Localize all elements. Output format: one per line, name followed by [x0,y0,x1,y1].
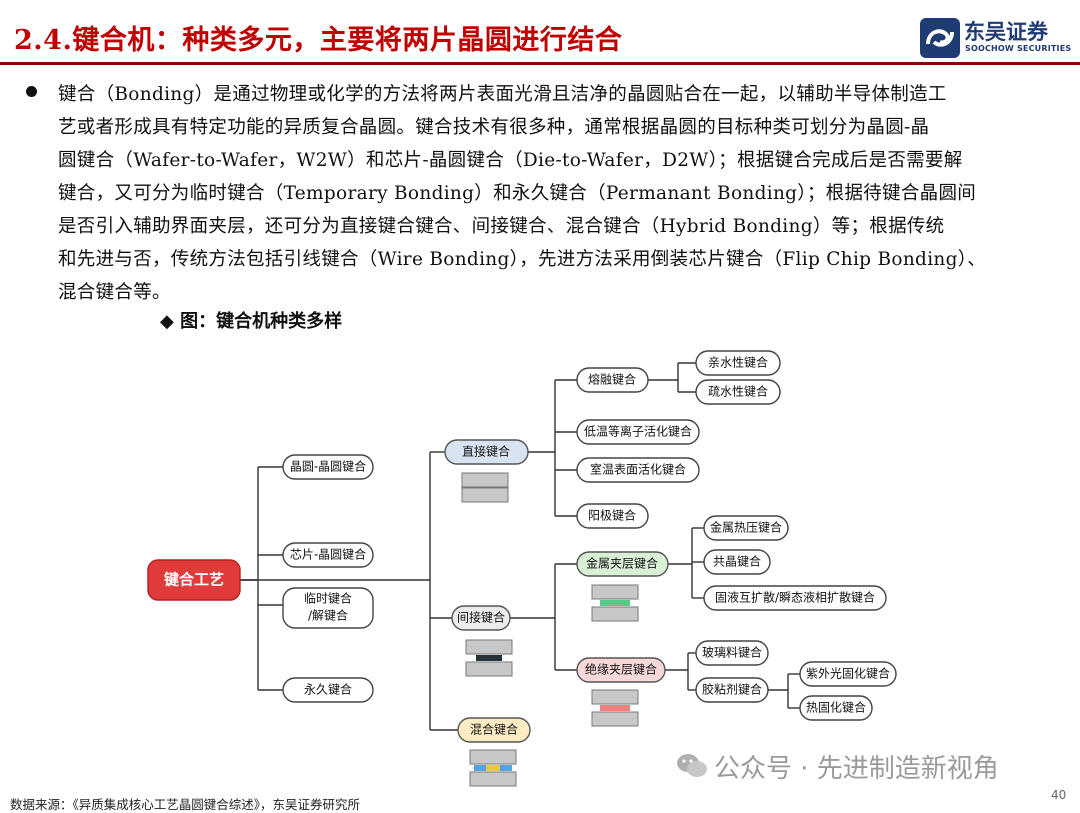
paragraph-line: 艺或者形成具有特定功能的异质复合晶圆。键合技术有很多种，通常根据晶圆的目标种类可… [58,117,930,138]
svg-text:玻璃料键合: 玻璃料键合 [702,645,762,660]
node-hydrophobic: 疏水性键合 [695,379,781,405]
node-room-temp: 室温表面活化键合 [576,457,700,483]
node-temporary: 临时键合 /解键合 [282,587,374,629]
node-metal-layer: 金属夹层键合 [576,551,669,622]
node-thermal-curing: 热固化键合 [799,695,873,721]
svg-text:临时键合: 临时键合 [304,591,352,606]
node-root: 键合工艺 [147,559,241,601]
svg-text:芯片-晶圆键合: 芯片-晶圆键合 [290,547,366,562]
svg-text:金属夹层键合: 金属夹层键合 [586,556,658,571]
node-hydrophilic: 亲水性键合 [695,350,781,376]
node-hybrid: 混合键合 [457,717,531,787]
node-permanent: 永久键合 [282,677,374,703]
node-direct: 直接键合 [444,439,529,503]
node-uv-curing: 紫外光固化键合 [799,661,897,687]
svg-text:室温表面活化键合: 室温表面活化键合 [590,462,686,477]
node-insulator-layer: 绝缘夹层键合 [576,657,666,727]
svg-text:疏水性键合: 疏水性键合 [708,384,768,399]
bonding-tree-diagram: 键合工艺 晶圆-晶圆键合 芯片-晶圆键合 临时键合 /解键合 永久键合 直接键合… [147,350,897,787]
svg-text:低温等离子活化键合: 低温等离子活化键合 [584,424,692,439]
page-number: 40 [1051,788,1067,802]
node-slid: 固液互扩散/瞬态液相扩散键合 [703,585,887,611]
node-adhesive: 胶粘剂键合 [695,677,769,703]
soochow-logo-icon [920,18,960,58]
figure-title: ◆ 图：键合机种类多样 [160,311,343,332]
page-title: 2.4.键合机：种类多元，主要将两片晶圆进行结合 [14,25,623,56]
node-w2w: 晶圆-晶圆键合 [282,454,374,480]
node-glass-frit: 玻璃料键合 [695,640,769,666]
paragraph-line: 是否引入辅助界面夹层，还可分为直接键合键合、间接键合、混合键合（Hybrid B… [58,216,945,237]
node-anodic: 阳极键合 [576,503,649,529]
node-eutectic: 共晶键合 [703,549,771,575]
svg-text:永久键合: 永久键合 [304,682,352,697]
connector-lines [240,362,800,731]
svg-text:金属热压键合: 金属热压键合 [710,520,782,535]
body-paragraph: 键合（Bonding）是通过物理或化学的方法将两片表面光滑且洁净的晶圆贴合在一起… [58,78,1058,309]
paragraph-line: 键合（Bonding）是通过物理或化学的方法将两片表面光滑且洁净的晶圆贴合在一起… [58,84,947,105]
svg-text:热固化键合: 热固化键合 [806,700,866,715]
svg-text:直接键合: 直接键合 [462,444,510,459]
node-indirect: 间接键合 [451,605,513,677]
svg-text:混合键合: 混合键合 [470,722,518,737]
bullet-icon [26,86,37,97]
svg-text:绝缘夹层键合: 绝缘夹层键合 [585,662,657,677]
watermark-text: 公众号 · 先进制造新视角 [714,754,999,784]
svg-text:晶圆-晶圆键合: 晶圆-晶圆键合 [290,459,366,474]
paragraph-line: 圆键合（Wafer-to-Wafer，W2W）和芯片-晶圆键合（Die-to-W… [58,150,963,171]
paragraph-line: 键合，又可分为临时键合（Temporary Bonding）和永久键合（Perm… [58,183,977,204]
source-note: 数据来源：《异质集成核心工艺晶圆键合综述》，东吴证券研究所 [10,797,361,812]
node-fusion: 熔融键合 [576,367,649,393]
node-thermo-compression: 金属热压键合 [703,515,789,541]
header-divider [0,62,1080,65]
logo-chinese-name: 东吴证券 [964,20,1048,44]
company-logo: 东吴证券 SOOCHOW SECURITIES [920,16,1072,60]
node-low-temp-plasma: 低温等离子活化键合 [576,419,700,445]
paragraph-line: 混合键合等。 [58,282,171,303]
svg-text:熔融键合: 熔融键合 [588,372,636,387]
wechat-icon [677,754,707,777]
node-d2w: 芯片-晶圆键合 [282,542,374,568]
svg-text:胶粘剂键合: 胶粘剂键合 [702,682,762,697]
svg-text:固液互扩散/瞬态液相扩散键合: 固液互扩散/瞬态液相扩散键合 [715,590,875,605]
svg-text:键合工艺: 键合工艺 [163,571,224,589]
svg-text:紫外光固化键合: 紫外光固化键合 [806,666,890,681]
paragraph-line: 和先进与否，传统方法包括引线键合（Wire Bonding），先进方法采用倒装芯… [58,249,987,270]
svg-text:间接键合: 间接键合 [457,610,505,625]
svg-text:阳极键合: 阳极键合 [588,508,636,523]
svg-text:共晶键合: 共晶键合 [713,554,761,569]
svg-text:/解键合: /解键合 [308,608,348,623]
svg-text:亲水性键合: 亲水性键合 [708,355,768,370]
logo-english-name: SOOCHOW SECURITIES [965,44,1072,53]
